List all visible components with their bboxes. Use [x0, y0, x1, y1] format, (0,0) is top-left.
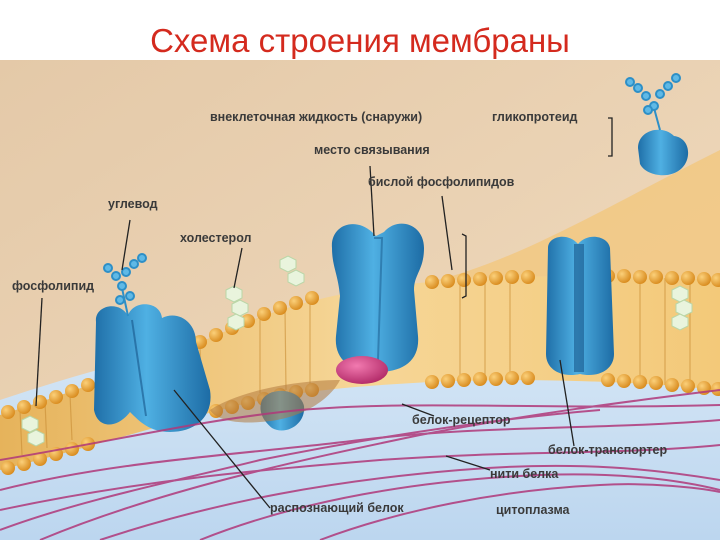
label-phospholipid: фосфолипид — [12, 279, 94, 293]
label-receptor: белок-рецептор — [412, 413, 511, 427]
label-recognition: распознающий белок — [270, 501, 404, 515]
label-binding-site: место связывания — [314, 143, 430, 157]
label-cytoplasm: цитоплазма — [496, 503, 571, 517]
glycoprotein — [625, 73, 689, 176]
pink-protein — [336, 356, 388, 384]
leader-lines — [35, 117, 613, 509]
receptor-protein — [331, 223, 424, 372]
label-fibers: нити белка — [490, 467, 559, 481]
transporter-protein — [546, 236, 614, 376]
membrane-diagram: внеклеточная жидкость (снаружи) гликопро… — [0, 60, 720, 540]
phospholipid-heads-outer — [1, 269, 720, 419]
label-carbohydrate: углевод — [108, 197, 158, 211]
carbohydrate-chain — [103, 253, 147, 317]
label-bilayer: бислой фосфолипидов — [368, 175, 515, 189]
cholesterol-molecules — [21, 255, 693, 447]
protein-fibers — [0, 389, 720, 540]
label-transporter: белок-транспортер — [548, 443, 667, 457]
page-title: Схема строения мембраны — [150, 22, 570, 59]
label-cholesterol: холестерол — [180, 231, 252, 245]
label-glycoprotein: гликопротеид — [492, 110, 578, 124]
label-extracellular: внеклеточная жидкость (снаружи) — [210, 110, 422, 124]
